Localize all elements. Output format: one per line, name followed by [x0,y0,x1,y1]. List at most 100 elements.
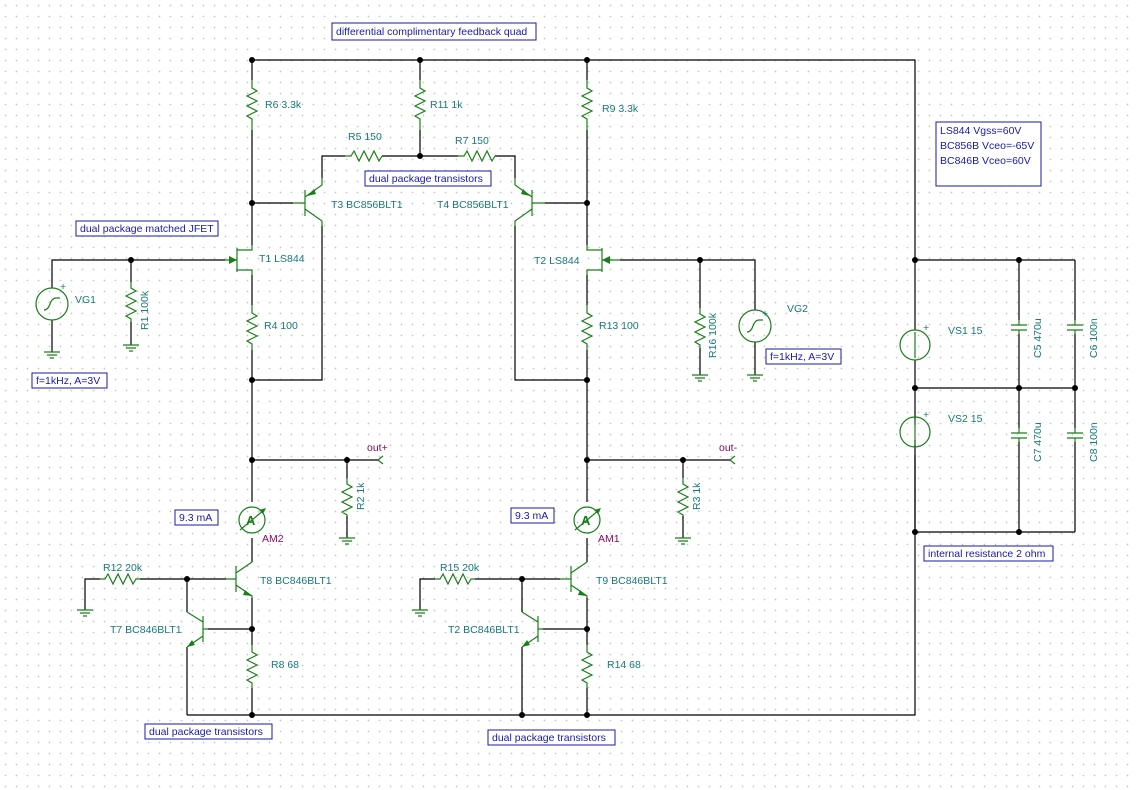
resistor-R11 [413,80,427,130]
spec-line-3: BC846B Vceo=60V [940,155,1031,167]
note-jfet: dual package matched JFET [80,223,214,235]
resistor-R7 [458,149,496,163]
resistor-R8 [245,645,259,688]
label-T9: T9 BC846BLT1 [596,575,668,587]
ammeter-AM1 [573,506,601,534]
label-T2b: T2 BC846BLT1 [448,624,520,636]
junctions [128,57,1078,718]
label-VS1: VS1 15 [948,325,983,337]
resistor-R1 [124,282,138,322]
label-R1: R1 100k [139,290,151,330]
label-T3: T3 BC856BLT1 [331,199,403,211]
wires [51,59,1076,716]
resistor-R9 [580,80,594,130]
resistor-R2 [340,478,354,516]
dc-source-VS1 [899,329,931,361]
note-dual-bm-box [487,729,616,746]
resistor-R14 [580,645,594,688]
note-vg1-params: f=1kHz, A=3V [36,375,100,387]
resistor-R6 [245,80,259,130]
ammeter-AM2 [238,506,266,534]
label-T1: T1 LS844 [259,253,305,265]
ground-r2 [339,537,355,545]
ground-r15 [412,609,428,617]
resistor-R4 [245,305,259,350]
transistors [186,178,620,648]
grounds [44,344,763,617]
note-am1-box [510,507,555,524]
label-C5: C5 470u [1032,318,1044,358]
label-VS2-plus: + [923,409,929,421]
notes: differential complimentary feedback quad… [31,22,1054,746]
label-out-plus: out+ [367,442,388,454]
label-VG1: VG1 [75,294,96,306]
label-AM2: AM2 [262,533,284,545]
resistor-R15 [435,572,475,586]
label-C7: C7 470u [1032,422,1044,462]
label-VG2: VG2 [787,303,808,315]
signal-source-VG1 [35,287,69,321]
capacitors [1011,320,1083,442]
capacitor-C7 [1011,428,1027,442]
label-R9: R9 3.3k [602,103,639,115]
transistor-T9 [560,561,588,598]
transistor-T7 [186,611,208,648]
transistor-T4 [514,178,545,226]
label-AM1: AM1 [598,533,620,545]
note-vg2-box [765,348,842,365]
note-jfet-box [75,220,219,237]
label-R14: R14 68 [607,659,641,671]
label-R5: R5 150 [348,131,382,143]
label-out-minus: out- [719,442,738,454]
note-resistance-box [923,545,1054,562]
capacitor-C8 [1067,428,1083,442]
component-labels: R6 3.3k R11 1k R9 3.3k R5 150 R7 150 T3 … [60,99,1100,671]
label-R6: R6 3.3k [265,99,302,111]
label-R15: R15 20k [440,562,480,574]
note-am2-box [174,509,219,526]
resistor-R3 [676,478,690,516]
ground-r1 [123,344,139,352]
capacitor-C6 [1067,320,1083,334]
note-vg1-box [31,372,108,389]
label-VS2: VS2 15 [948,413,983,425]
label-VG2-plus: + [762,308,768,320]
label-C8: C8 100n [1088,422,1100,462]
note-dual-bottom-mid: dual package transistors [492,732,606,744]
ground-vg1 [44,351,60,359]
label-R4: R4 100 [264,320,298,332]
capacitor-C5 [1011,320,1027,334]
label-T7: T7 BC846BLT1 [110,624,182,636]
label-T4: T4 BC856BLT1 [437,199,509,211]
ammeter-AM2-symbol: A [246,513,256,528]
label-T8: T8 BC846BLT1 [260,575,332,587]
note-title-box [331,22,537,41]
signal-source-VG2 [738,309,772,343]
resistor-R16 [693,308,707,348]
note-dual-top: dual package transistors [369,173,483,185]
ground-vg2 [747,374,763,382]
spec-line-2: BC856B Vceo=-65V [940,140,1034,152]
label-R11: R11 1k [430,99,463,111]
label-R7: R7 150 [455,135,489,147]
resistors [100,80,707,688]
terminal-out-minus [729,455,736,465]
label-C6: C6 100n [1088,318,1100,358]
note-dual-bl-box [144,723,273,740]
ground-r16 [692,374,708,382]
jfet-T2 [586,245,620,275]
note-dual-bottom-left: dual package transistors [149,726,263,738]
note-vg2-params: f=1kHz, A=3V [770,351,834,363]
note-specs-box [935,121,1042,187]
transistor-T8 [226,561,253,598]
label-VS1-plus: + [923,322,929,334]
am2-reading: 9.3 mA [179,512,212,524]
spec-line-1: LS844 Vgss=60V [940,125,1021,137]
sources [35,287,931,534]
jfet-T1 [225,245,253,275]
note-title: differential complimentary feedback quad [336,26,527,38]
resistor-R12 [100,572,140,586]
label-VG1-plus: + [60,281,66,293]
ground-r3 [675,537,691,545]
